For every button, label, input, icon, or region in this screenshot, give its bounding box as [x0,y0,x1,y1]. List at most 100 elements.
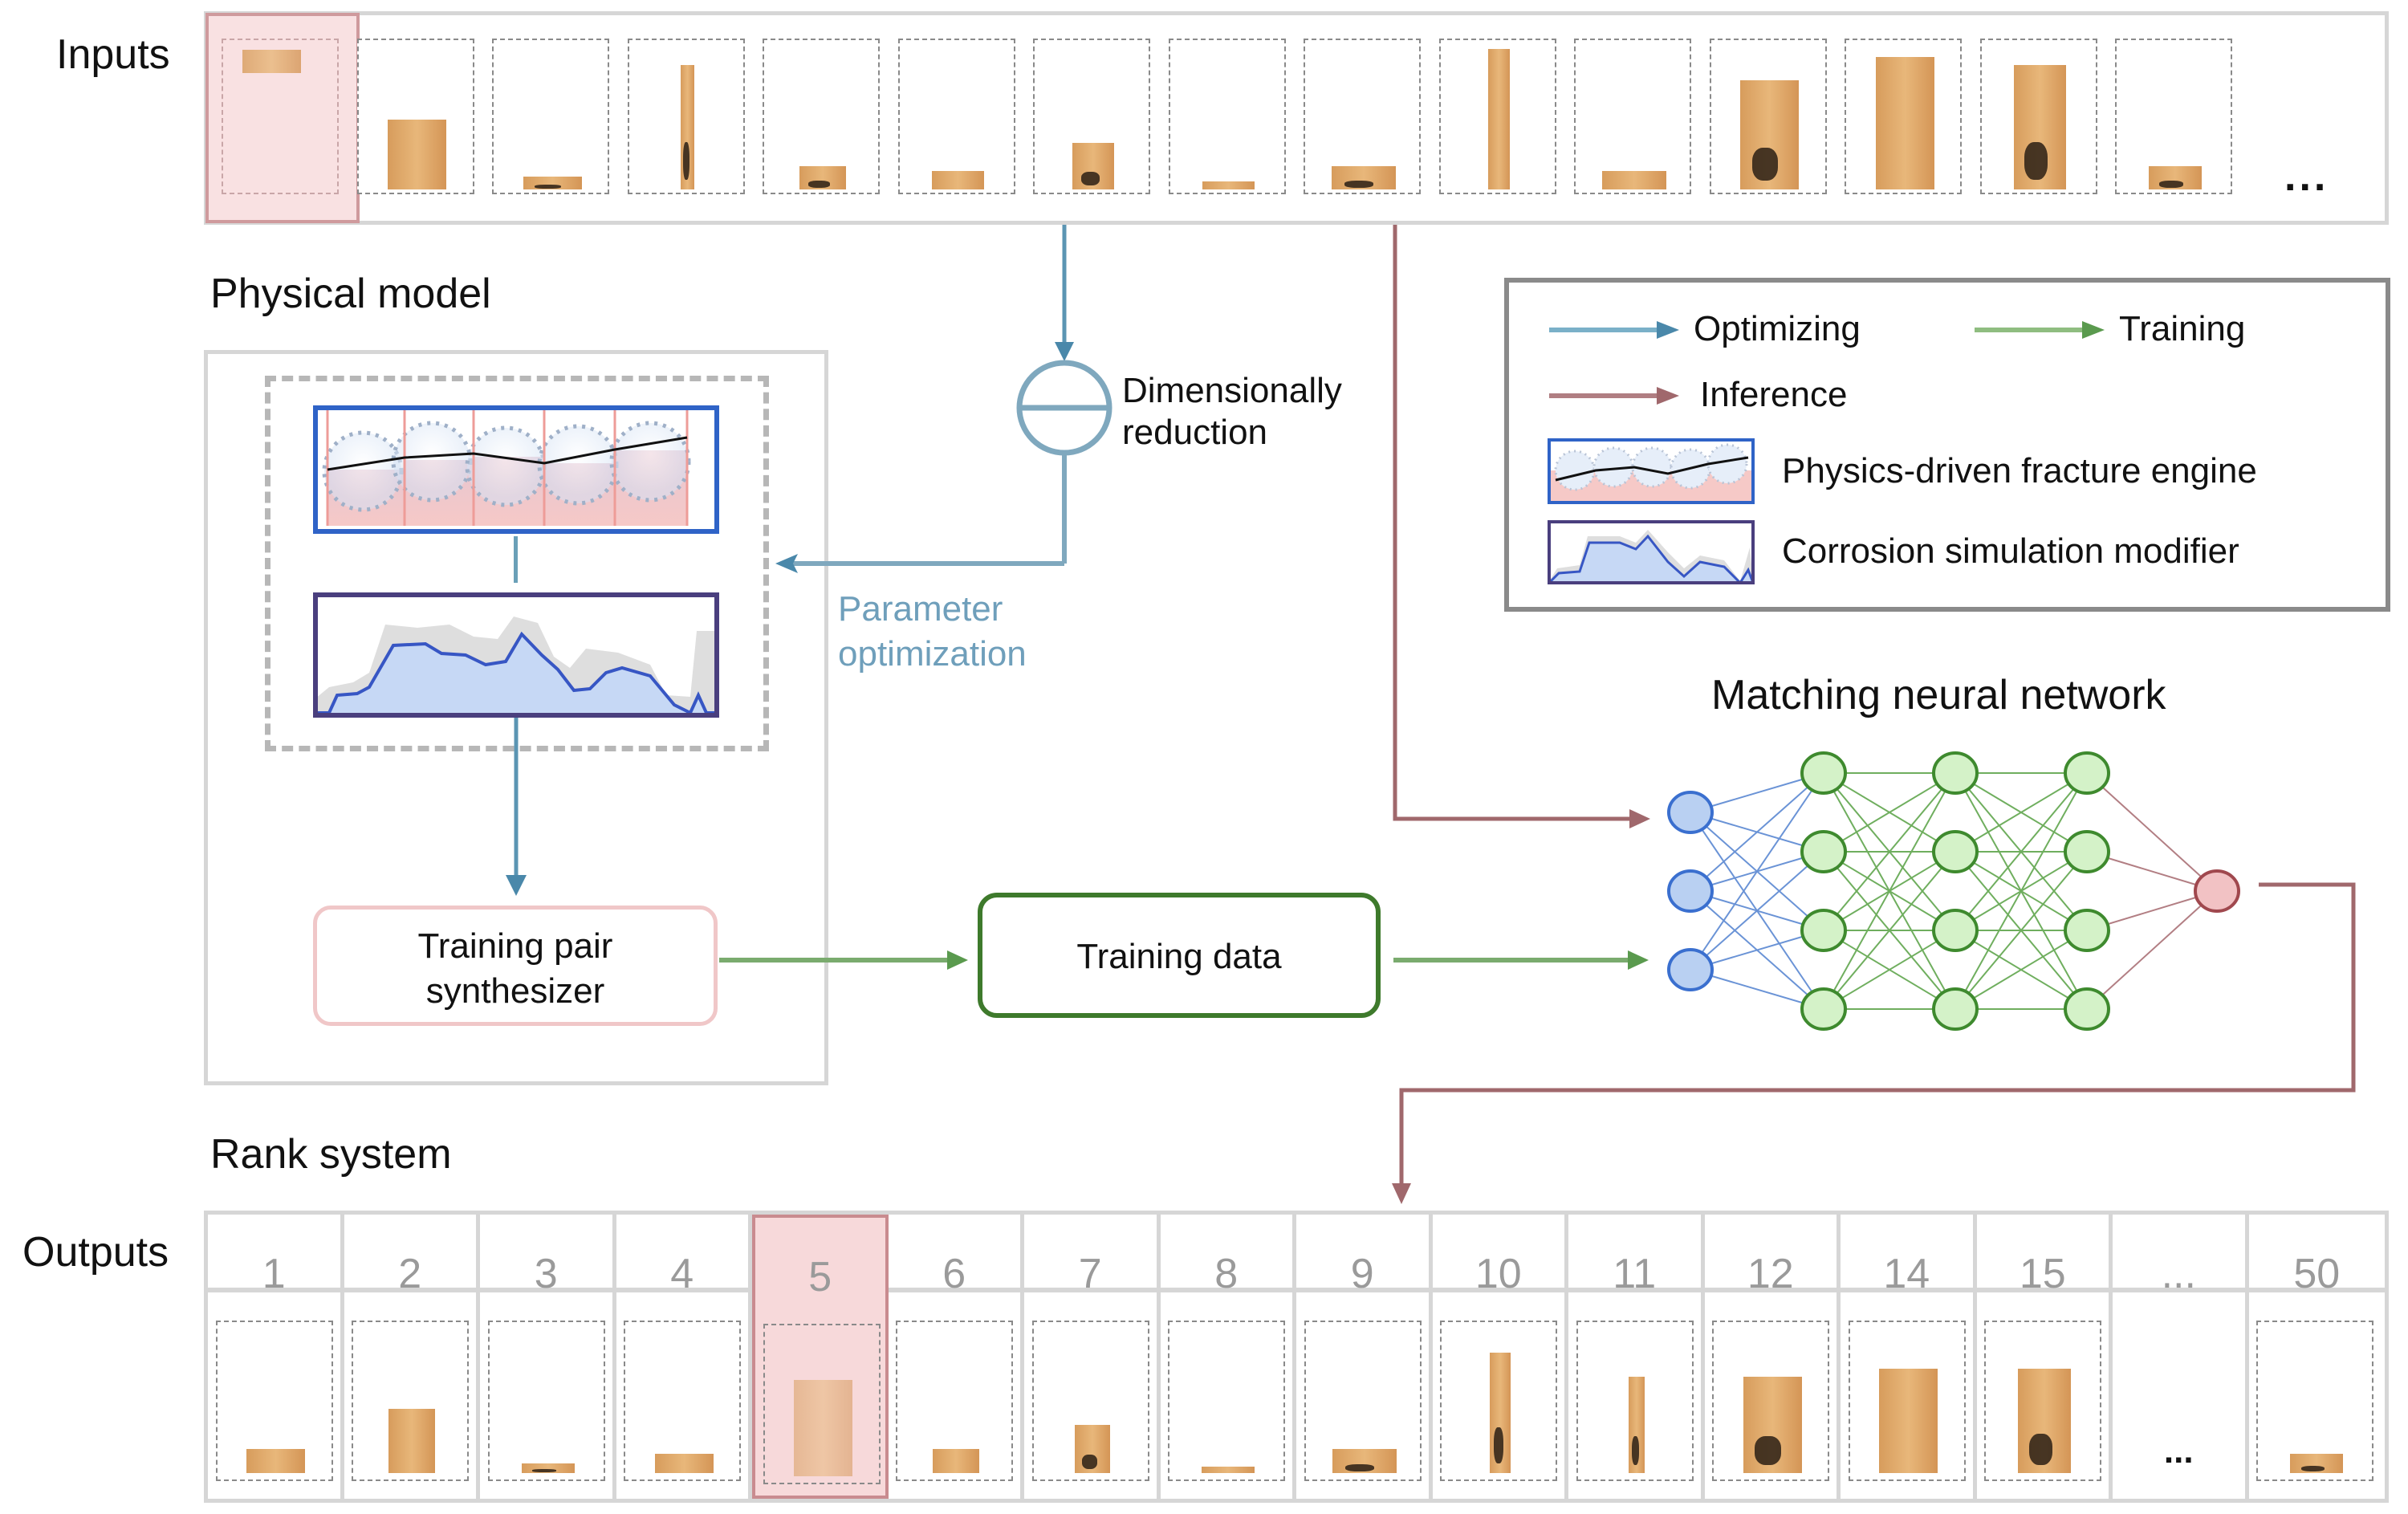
rank-number: 4 [670,1251,694,1297]
input-thumbnail[interactable] [492,39,609,194]
physical-model-box [204,350,828,1085]
input-thumbnail[interactable] [1709,39,1827,194]
fragment-image [680,64,695,189]
rank-number: ... [2161,1251,2196,1297]
fracture-line [327,436,688,471]
rank-cell[interactable]: 3 [480,1215,616,1499]
rank-cell[interactable]: 1 [208,1215,344,1499]
rank-cell[interactable]: 11 [1568,1215,1705,1499]
engine-connector [514,536,518,583]
input-thumbnail[interactable] [1168,39,1286,194]
corrosion-panel [313,592,719,718]
output-thumbnail [2256,1321,2374,1481]
particle-circle [322,430,404,512]
optimizing-arrow-down [506,718,527,896]
legend-fracture-icon [1548,438,1755,504]
rank-cell[interactable]: 5 [752,1215,889,1499]
legend-inference: Inference [1700,375,1848,414]
rank-cell[interactable]: 12 [1705,1215,1841,1499]
rank-cell[interactable]: 6 [889,1215,1024,1499]
input-thumbnail[interactable] [222,39,339,194]
training-arrow-2 [1393,950,1649,970]
rank-number: 11 [1613,1251,1657,1297]
input-thumbnail[interactable] [627,39,745,194]
network-edge [2086,772,2218,892]
inputs-label: Inputs [56,31,170,78]
output-node [2194,869,2240,913]
rank-cell[interactable]: 4 [616,1215,752,1499]
fragment-image [246,1449,306,1473]
input-thumbnail[interactable] [1979,39,2097,194]
network-edge [1954,930,2088,1010]
hidden-node [1800,830,1847,873]
input-thumbnail[interactable] [897,39,1015,194]
training-data-box[interactable]: Training data [978,893,1381,1018]
rank-cell[interactable]: 10 [1433,1215,1568,1499]
hidden-node [1932,830,1979,873]
rank-cell[interactable]: 7 [1024,1215,1161,1499]
hidden-node [1800,909,1847,952]
input-thumbnail[interactable] [1574,39,1691,194]
fragment-image [794,1380,853,1476]
corrosion-profile [314,631,718,717]
rank-cell[interactable]: 14 [1841,1215,1977,1499]
hidden-node [2064,830,2110,873]
fragment-image [523,177,582,189]
optimizing-flow [775,225,1112,573]
output-thumbnail [1168,1321,1286,1481]
fragment-image [2018,1369,2072,1473]
outputs-label: Outputs [22,1229,169,1276]
fragment-image [388,119,446,189]
rank-cell[interactable]: ...... [2113,1215,2249,1499]
fragment-image [1488,49,1510,189]
inference-arrow-in [1393,225,1650,828]
network-edge [1823,930,1956,1010]
output-thumbnail [487,1321,605,1481]
output-thumbnail [1440,1321,1558,1481]
fragment-image [1879,1369,1938,1473]
fragment-image [1332,1449,1397,1473]
fragment-image [2149,165,2202,189]
neural-network [1667,751,2240,1031]
input-thumbnail[interactable] [1438,39,1556,194]
parameter-optimization-label-2: optimization [838,634,1027,674]
network-edge [1954,772,2088,931]
more-ellipsis: ... [2163,1431,2194,1471]
dimension-reduction-label-2: reduction [1122,413,1268,452]
fragment-image [1601,170,1667,189]
fracture-engine-panel [313,405,719,534]
fragment-image [654,1454,714,1473]
hidden-node [2064,987,2110,1031]
input-node [1667,948,1714,991]
fragment-image [1074,1425,1110,1473]
rank-cell[interactable]: 15 [1977,1215,2113,1499]
input-thumbnail[interactable] [1304,39,1421,194]
rank-number: 14 [1883,1251,1930,1297]
input-thumbnail[interactable] [2115,39,2232,194]
input-thumbnail[interactable] [356,39,474,194]
input-thumbnail[interactable] [763,39,880,194]
fragment-image [1202,181,1255,189]
rank-cell[interactable]: 2 [344,1215,480,1499]
rank-cell[interactable]: 50 [2249,1215,2386,1499]
input-thumbnail[interactable] [1845,39,1962,194]
rank-cell[interactable]: 9 [1296,1215,1433,1499]
physical-model-title: Physical model [210,271,491,317]
network-edge [1954,851,2088,1010]
legend-corrosion-modifier: Corrosion simulation modifier [1782,531,2239,571]
training-pair-synthesizer[interactable]: Training pair synthesizer [313,906,718,1026]
rank-system-title: Rank system [210,1131,452,1178]
particle-circle [465,425,547,507]
input-thumbnail[interactable] [1033,39,1150,194]
network-edge [1823,772,1956,931]
input-selected-highlight[interactable] [205,13,360,223]
output-thumbnail [1712,1321,1830,1481]
fragment-image [1202,1467,1255,1473]
training-arrow-1 [719,950,968,970]
output-thumbnail [763,1324,881,1484]
network-edge [1690,772,1824,971]
rank-number: 2 [398,1251,422,1297]
rank-number: 10 [1474,1251,1522,1297]
fragment-image [1743,1377,1802,1473]
rank-cell[interactable]: 8 [1161,1215,1296,1499]
